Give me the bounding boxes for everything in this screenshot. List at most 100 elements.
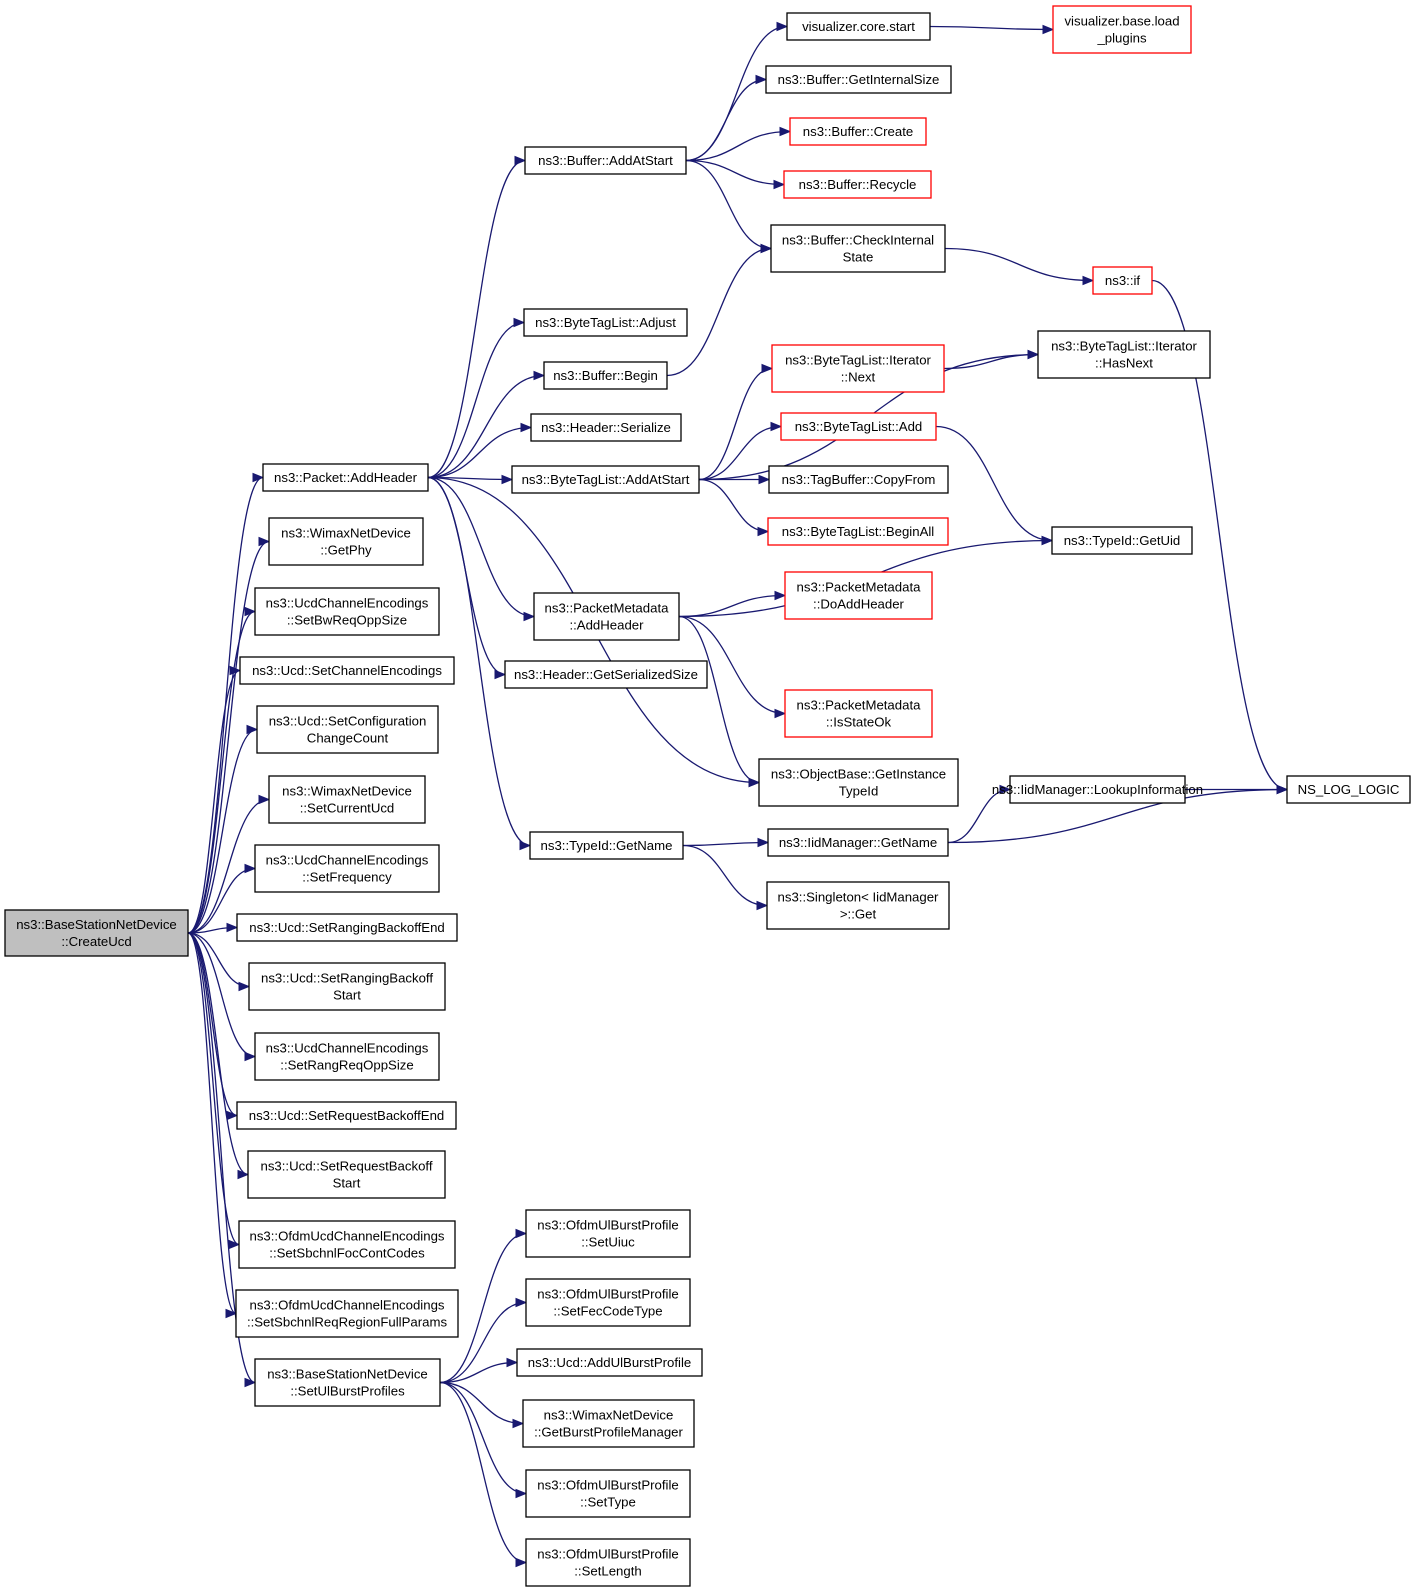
node-label-line: ns3::UcdChannelEncodings [266, 1041, 429, 1056]
node-box [783, 170, 932, 199]
edge-arrow [685, 159, 784, 185]
node-setcurucd[interactable]: ns3::WimaxNetDevice::SetCurrentUcd [268, 775, 426, 824]
node-root[interactable]: ns3::BaseStationNetDevice::CreateUcd [4, 909, 189, 957]
node-vis-start[interactable]: visualizer.core.start [786, 12, 931, 41]
node-ns-log-logic[interactable]: NS_LOG_LOGIC [1286, 775, 1411, 804]
edge-arrow [187, 671, 241, 934]
node-box [771, 344, 945, 393]
node-setchanenc[interactable]: ns3::Ucd::SetChannelEncodings [239, 656, 455, 685]
node-box [525, 1209, 691, 1258]
edge-arrow [685, 159, 771, 249]
node-ofdm-settype[interactable]: ns3::OfdmUlBurstProfile::SetType [525, 1469, 691, 1518]
node-label-line: ::SetFecCodeType [553, 1304, 662, 1319]
node-buf-create[interactable]: ns3::Buffer::Create [789, 117, 927, 146]
node-iid-getname[interactable]: ns3::IidManager::GetName [767, 828, 949, 857]
node-label-line: ns3::TypeId::GetUid [1064, 533, 1181, 548]
node-label-line: ns3::OfdmUcdChannelEncodings [250, 1229, 445, 1244]
node-setsbreq[interactable]: ns3::OfdmUcdChannelEncodings::SetSbchnlR… [235, 1289, 459, 1338]
node-setulburst[interactable]: ns3::BaseStationNetDevice::SetUlBurstPro… [254, 1358, 441, 1407]
node-label-line: ::SetUlBurstProfiles [290, 1384, 405, 1399]
node-label-line: ::DoAddHeader [813, 597, 905, 612]
node-typeid-getname[interactable]: ns3::TypeId::GetName [529, 831, 684, 860]
node-btl-beginall[interactable]: ns3::ByteTagList::BeginAll [767, 517, 949, 546]
node-buf-getinternalsize[interactable]: ns3::Buffer::GetInternalSize [765, 65, 952, 94]
node-label-line: ns3::Ucd::SetConfiguration [269, 714, 427, 729]
edges-layer [187, 27, 1287, 1563]
node-box [530, 413, 682, 442]
node-pm-addheader[interactable]: ns3::PacketMetadata::AddHeader [533, 592, 680, 641]
edge-arrow [944, 247, 1093, 281]
node-box [4, 909, 189, 957]
node-btl-iter-hasnext[interactable]: ns3::ByteTagList::Iterator::HasNext [1037, 330, 1211, 379]
node-label-line: visualizer.base.load [1064, 14, 1179, 29]
node-wimax-getburstmgr[interactable]: ns3::WimaxNetDevice::GetBurstProfileMana… [522, 1399, 695, 1448]
node-vis-loadplugins[interactable]: visualizer.base.load_plugins [1052, 5, 1192, 54]
node-setrangreq[interactable]: ns3::UcdChannelEncodings::SetRangReqOppS… [254, 1032, 440, 1081]
node-label-line: visualizer.core.start [802, 19, 915, 34]
node-ucd-addulburst[interactable]: ns3::Ucd::AddUlBurstProfile [516, 1348, 703, 1377]
edge-pkt_addheader-to-buf_begin [427, 376, 544, 479]
edge-arrow [187, 800, 270, 934]
edge-arrow [698, 478, 768, 532]
node-tagbuf-copyfrom[interactable]: ns3::TagBuffer::CopyFrom [768, 465, 949, 494]
node-ofdm-setuiuc[interactable]: ns3::OfdmUlBurstProfile::SetUiuc [525, 1209, 691, 1258]
node-setsbfoc[interactable]: ns3::OfdmUcdChannelEncodings::SetSbchnlF… [238, 1220, 456, 1269]
node-setreqend[interactable]: ns3::Ucd::SetRequestBackoffEnd [236, 1101, 457, 1130]
node-pkt-addheader[interactable]: ns3::Packet::AddHeader [262, 463, 429, 492]
node-label-line: ns3::if [1105, 273, 1141, 288]
node-btl-addatstart[interactable]: ns3::ByteTagList::AddAtStart [511, 465, 700, 494]
node-singleton-get[interactable]: ns3::Singleton< IidManager>::Get [766, 881, 950, 930]
node-label-line: ns3::WimaxNetDevice [544, 1408, 674, 1423]
edge-setulburst-to-ofdm_settype [439, 1381, 526, 1494]
node-label-line: ::GetBurstProfileManager [534, 1425, 683, 1440]
node-box [268, 517, 424, 566]
edge-root-to-setreqstart [187, 932, 249, 1175]
node-pm-isstateok[interactable]: ns3::PacketMetadata::IsStateOk [784, 689, 933, 738]
node-buf-begin[interactable]: ns3::Buffer::Begin [543, 361, 668, 390]
node-box [254, 1032, 440, 1081]
node-box [529, 831, 684, 860]
node-label-line: ns3::Buffer::Recycle [799, 177, 917, 192]
node-setfreq[interactable]: ns3::UcdChannelEncodings::SetFrequency [254, 844, 440, 893]
node-btl-iter-next[interactable]: ns3::ByteTagList::Iterator::Next [771, 344, 945, 393]
node-ofdm-setlength[interactable]: ns3::OfdmUlBurstProfile::SetLength [525, 1538, 691, 1587]
edge-buf_checkinternal-to-ns3_if [944, 247, 1093, 281]
edge-ns3_if-to-ns_log_logic [1151, 279, 1287, 790]
node-box [523, 308, 688, 337]
edge-typeid_getname-to-iid_getname [682, 843, 768, 846]
node-label-line: ns3::Ucd::SetRequestBackoff [260, 1159, 432, 1174]
edge-pm_addheader-to-pm_doaddheader [678, 596, 785, 618]
node-label-line: ns3::OfdmUlBurstProfile [537, 1218, 678, 1233]
node-btl-adjust[interactable]: ns3::ByteTagList::Adjust [523, 308, 688, 337]
node-typeid-getuid[interactable]: ns3::TypeId::GetUid [1051, 526, 1193, 555]
edge-vis_start-to-vis_loadplugins [929, 27, 1053, 30]
node-getphy[interactable]: ns3::WimaxNetDevice::GetPhy [268, 517, 424, 566]
node-ns3-if[interactable]: ns3::if [1092, 266, 1153, 295]
node-pm-doaddheader[interactable]: ns3::PacketMetadata::DoAddHeader [784, 571, 933, 620]
node-label-line: ::IsStateOk [826, 715, 892, 730]
node-box [789, 117, 927, 146]
node-hdr-serialize[interactable]: ns3::Header::Serialize [530, 413, 682, 442]
node-ofdm-setfec[interactable]: ns3::OfdmUlBurstProfile::SetFecCodeType [525, 1278, 691, 1327]
node-btl-add[interactable]: ns3::ByteTagList::Add [780, 412, 937, 441]
node-label-line: ns3::Packet::AddHeader [274, 470, 418, 485]
node-box [770, 224, 946, 273]
node-label-line: ns3::TagBuffer::CopyFrom [782, 472, 936, 487]
node-hdr-getsersize[interactable]: ns3::Header::GetSerializedSize [504, 660, 708, 689]
node-buf-addatstart[interactable]: ns3::Buffer::AddAtStart [524, 146, 687, 175]
edge-pkt_addheader-to-btl_adjust [427, 323, 524, 479]
edge-setulburst-to-wimax_getburstmgr [439, 1381, 523, 1424]
node-setrangend[interactable]: ns3::Ucd::SetRangingBackoffEnd [236, 913, 458, 942]
edge-pkt_addheader-to-hdr_serialize [427, 428, 531, 479]
node-setbwreq[interactable]: ns3::UcdChannelEncodings::SetBwReqOppSiz… [254, 587, 440, 636]
edge-arrow [685, 132, 790, 162]
node-iid-lookup[interactable]: ns3::IidManager::LookupInformation [992, 775, 1203, 804]
node-box [254, 1358, 441, 1407]
node-buf-recycle[interactable]: ns3::Buffer::Recycle [783, 170, 932, 199]
node-label-line: ns3::Buffer::CheckInternal [782, 233, 934, 248]
